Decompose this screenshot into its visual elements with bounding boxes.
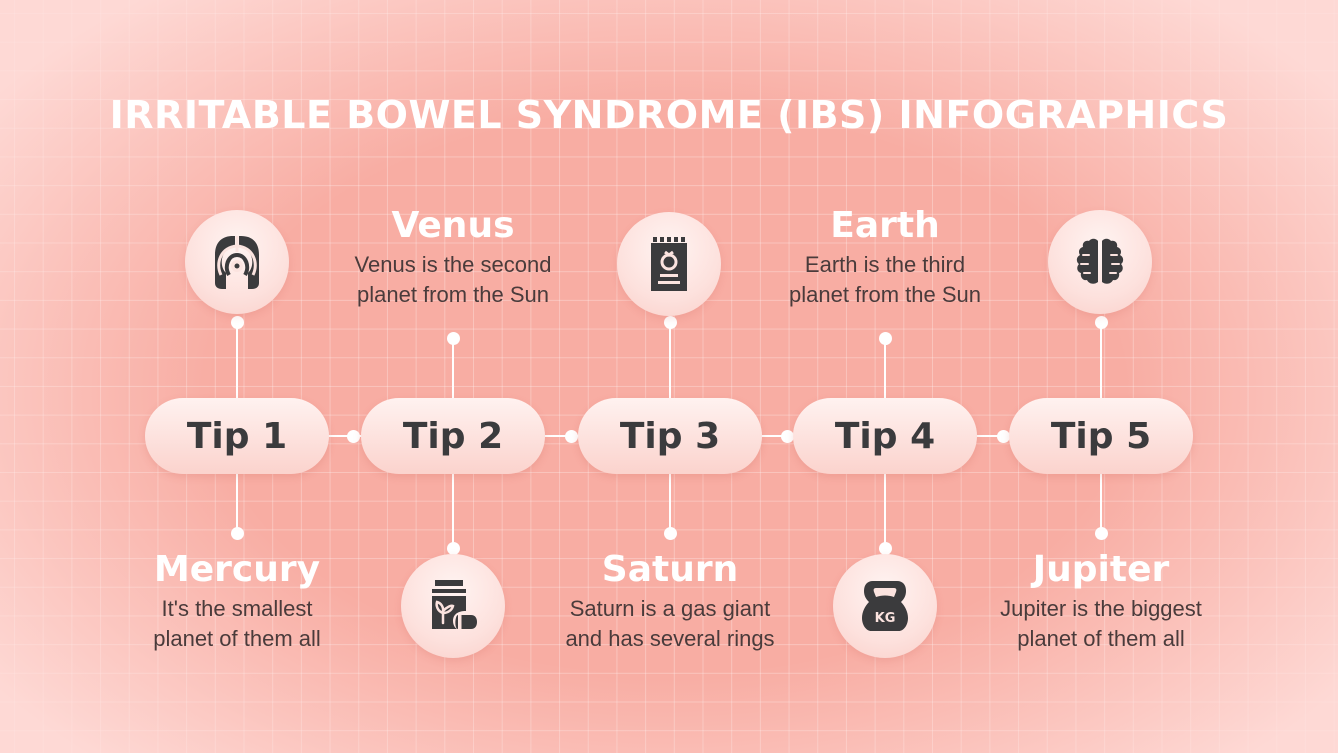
tip2-stem-top bbox=[452, 338, 454, 400]
tip2-label: Tip 2 bbox=[402, 415, 504, 457]
tip2-desc-line2: planet from the Sun bbox=[356, 282, 549, 307]
tip5-label: Tip 5 bbox=[1050, 415, 1152, 457]
tip4-dot-top bbox=[879, 332, 892, 345]
tip2-dot-bottom bbox=[447, 542, 460, 555]
tip1-text-block: Mercury It's the smallest planet of them… bbox=[107, 548, 367, 654]
connector-dot bbox=[565, 430, 578, 443]
tip3-label: Tip 3 bbox=[619, 415, 721, 457]
kettlebell-icon: KG bbox=[862, 581, 908, 631]
tip5-heading: Jupiter bbox=[1032, 549, 1170, 590]
connector-dot bbox=[997, 430, 1010, 443]
tip2-pill[interactable]: Tip 2 bbox=[361, 398, 545, 474]
tip4-dot-bottom bbox=[879, 542, 892, 555]
tip3-desc-line2: and has several rings bbox=[565, 626, 775, 651]
tip5-stem-bottom bbox=[1100, 472, 1102, 532]
kettlebell-label: KG bbox=[875, 611, 896, 626]
tip1-stem-top bbox=[236, 322, 238, 400]
tip3-stem-top bbox=[669, 322, 671, 400]
tip1-heading: Mercury bbox=[153, 549, 321, 590]
tip5-icon-circle bbox=[1048, 210, 1152, 314]
tip3-heading: Saturn bbox=[601, 549, 739, 590]
tip4-stem-bottom bbox=[884, 472, 886, 548]
connector-2-3 bbox=[545, 435, 579, 437]
tip4-heading: Earth bbox=[830, 205, 940, 246]
supplement-jar-icon bbox=[432, 580, 477, 629]
tip4-text-block: Earth Earth is the third planet from the… bbox=[755, 204, 1015, 310]
brain-icon bbox=[1076, 238, 1124, 284]
connector-3-4 bbox=[761, 435, 795, 437]
tip4-stem-top bbox=[884, 338, 886, 400]
tip1-desc-line1: It's the smallest bbox=[161, 596, 313, 621]
tip4-icon-circle: KG bbox=[833, 554, 937, 658]
tip5-text-block: Jupiter Jupiter is the biggest planet of… bbox=[971, 548, 1231, 654]
tip2-text-block: Venus Venus is the second planet from th… bbox=[323, 204, 583, 310]
tip3-text-block: Saturn Saturn is a gas giant and has sev… bbox=[540, 548, 800, 654]
connector-dot bbox=[347, 430, 360, 443]
lungs-icon bbox=[215, 236, 259, 289]
tip1-label: Tip 1 bbox=[186, 415, 288, 457]
tip5-dot-top bbox=[1095, 316, 1108, 329]
tip5-pill[interactable]: Tip 5 bbox=[1009, 398, 1193, 474]
tip2-icon-circle bbox=[401, 554, 505, 658]
tip2-stem-bottom bbox=[452, 472, 454, 548]
tip2-desc-line1: Venus is the second bbox=[354, 252, 552, 277]
tip3-dot-bottom bbox=[664, 527, 677, 540]
tip1-pill[interactable]: Tip 1 bbox=[145, 398, 329, 474]
tip4-desc-line2: planet from the Sun bbox=[788, 282, 981, 307]
tip5-desc-line2: planet of them all bbox=[1017, 626, 1185, 651]
tip4-pill[interactable]: Tip 4 bbox=[793, 398, 977, 474]
connector-dot bbox=[781, 430, 794, 443]
page-title: IRRITABLE BOWEL SYNDROME (IBS) INFOGRAPH… bbox=[109, 93, 1229, 137]
connector-4-5 bbox=[977, 435, 1011, 437]
tip1-stem-bottom bbox=[236, 472, 238, 532]
tip1-dot-bottom bbox=[231, 527, 244, 540]
tip4-desc-line1: Earth is the third bbox=[804, 252, 966, 277]
diet-notepad-icon bbox=[651, 237, 687, 291]
tip1-desc-line2: planet of them all bbox=[153, 626, 321, 651]
tip4-label: Tip 4 bbox=[834, 415, 936, 457]
tip3-desc-line1: Saturn is a gas giant bbox=[569, 596, 771, 621]
tip3-dot-top bbox=[664, 316, 677, 329]
tip5-desc-line1: Jupiter is the biggest bbox=[1000, 596, 1202, 621]
tip1-icon-circle bbox=[185, 210, 289, 314]
tip3-stem-bottom bbox=[669, 472, 671, 532]
connector-1-2 bbox=[328, 435, 362, 437]
tip2-dot-top bbox=[447, 332, 460, 345]
tip2-heading: Venus bbox=[391, 205, 515, 246]
tip5-stem-top bbox=[1100, 322, 1102, 400]
tip1-dot-top bbox=[231, 316, 244, 329]
tip3-icon-circle bbox=[617, 212, 721, 316]
tip3-pill[interactable]: Tip 3 bbox=[578, 398, 762, 474]
tip5-dot-bottom bbox=[1095, 527, 1108, 540]
